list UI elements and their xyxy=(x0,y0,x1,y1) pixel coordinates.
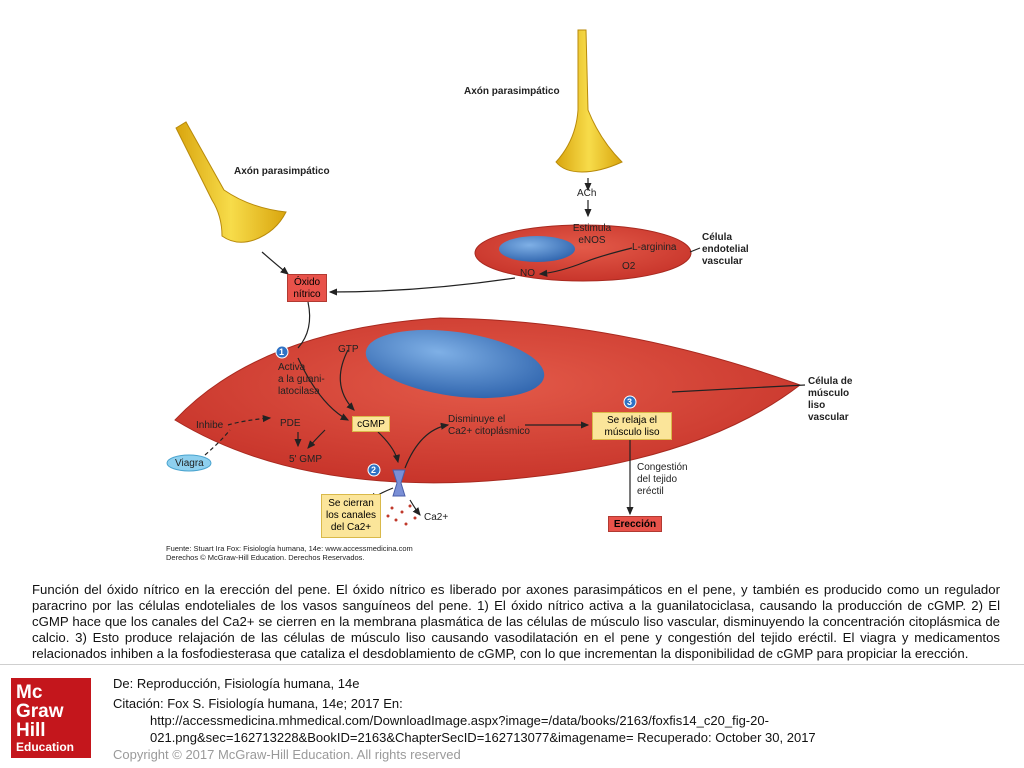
relax-muscle-box: Se relaja el músculo liso xyxy=(592,412,672,440)
footer-citation-line1: Citación: Fox S. Fisiología humana, 14e;… xyxy=(113,696,403,711)
logo-line-4: Education xyxy=(16,740,75,754)
logo-line-3: Hill xyxy=(16,720,46,741)
channels-close-box: Se cierran los canales del Ca2+ xyxy=(321,494,381,538)
smooth-muscle-cell-label: Célula de músculo liso vascular xyxy=(808,376,853,423)
erection-box: Erección xyxy=(608,516,662,532)
axon-label-left: Axón parasimpático xyxy=(234,166,330,177)
viagra-pill xyxy=(166,454,212,472)
no-label: NO xyxy=(520,268,535,279)
l-arginine-label: L-arginina xyxy=(632,242,677,253)
pde-label: PDE xyxy=(280,418,301,429)
inhibe-label: Inhibe xyxy=(196,420,224,431)
logo-line-1: Mc xyxy=(16,682,43,703)
cgmp-box: cGMP xyxy=(352,416,390,432)
figure-caption: Función del óxido nítrico en la erección… xyxy=(32,582,1000,661)
five-gmp-label: 5' GMP xyxy=(289,454,323,465)
step-1-number: 1 xyxy=(279,347,285,357)
axon-label-right: Axón parasimpático xyxy=(464,86,560,97)
parasympathetic-axon-left xyxy=(175,121,287,243)
footer-divider xyxy=(0,664,1024,665)
footer-citation-line3: 021.png&sec=162713228&BookID=2163&Chapte… xyxy=(150,730,816,745)
figure-source-line1: Fuente: Stuart Ira Fox: Fisiología human… xyxy=(166,544,413,553)
nitric-oxide-box: Óxido nítrico xyxy=(287,274,327,302)
parasympathetic-axon-right xyxy=(555,29,623,173)
endothelial-cell-label: Célula endotelial vascular xyxy=(702,232,749,267)
congestion-label: Congestión del tejido eréctil xyxy=(637,462,688,497)
step-circles xyxy=(275,345,637,477)
calcium-ions xyxy=(386,504,417,526)
stimulates-enos-label: Estimula eNOS xyxy=(572,223,612,246)
ach-label: ACh xyxy=(577,188,597,199)
footer-copyright: Copyright © 2017 McGraw-Hill Education. … xyxy=(113,747,461,762)
gtp-label: GTP xyxy=(338,344,359,355)
mcgraw-hill-logo: Mc Graw Hill Education xyxy=(11,678,91,758)
footer-from: De: Reproducción, Fisiología humana, 14e xyxy=(113,676,360,691)
step-2-number: 2 xyxy=(371,465,377,475)
viagra-label: Viagra xyxy=(175,458,204,469)
o2-label: O2 xyxy=(622,261,636,272)
figure-source-line2: Derechos © McGraw-Hill Education. Derech… xyxy=(166,553,365,562)
smooth-muscle-cell xyxy=(174,317,802,497)
endothelial-cell xyxy=(474,224,692,282)
logo-line-2: Graw xyxy=(16,701,64,722)
footer xyxy=(0,664,1024,768)
decreases-ca-label: Disminuye el Ca2+ citoplásmico xyxy=(448,414,530,437)
activates-label: Activa a la guani- latocilasa xyxy=(278,362,325,397)
step-3-number: 3 xyxy=(627,397,633,407)
ca2-label: Ca2+ xyxy=(424,512,449,523)
footer-citation-url[interactable]: http://accessmedicina.mhmedical.com/Down… xyxy=(150,713,769,728)
